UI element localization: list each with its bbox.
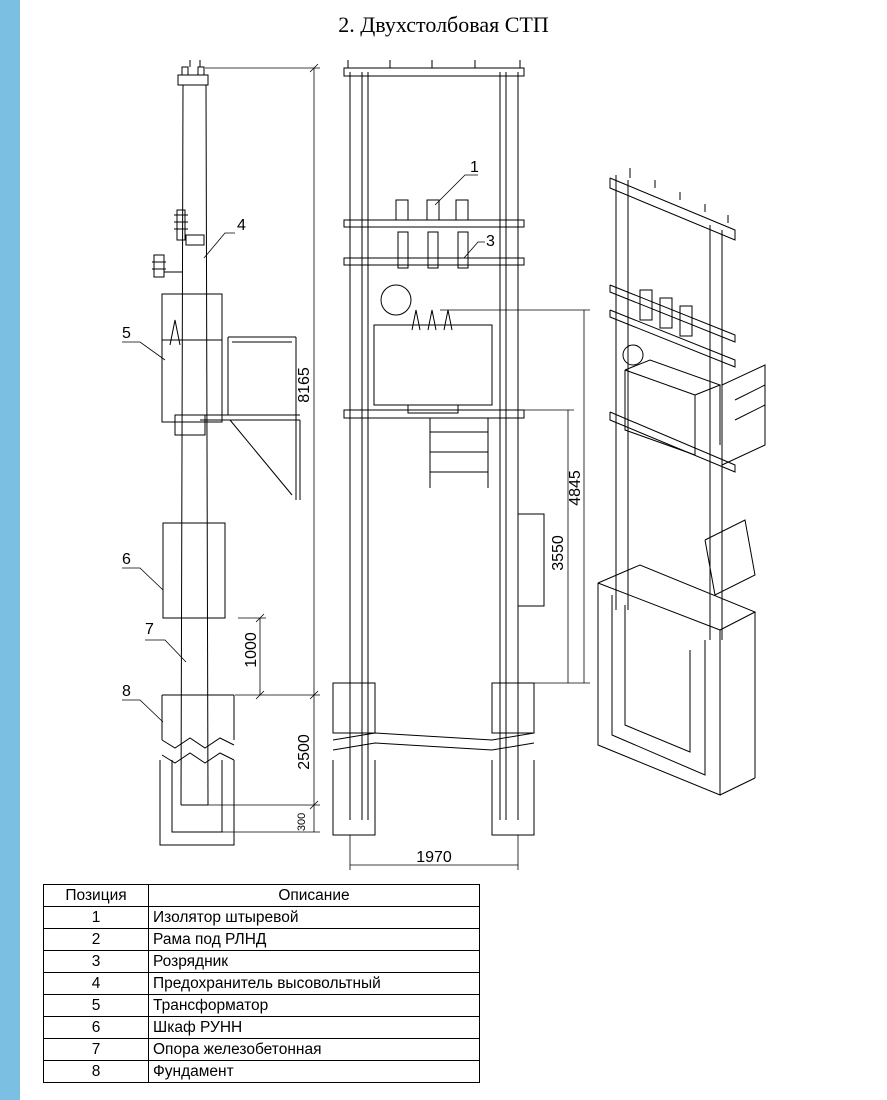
side-pole (177, 60, 209, 806)
iso-cabinet (704, 519, 756, 596)
front-arrester-frame (343, 231, 525, 269)
callout-4: 4 (237, 217, 246, 234)
legend-header-description: Описание (148, 884, 480, 907)
dim-platform-height: 4845 (567, 470, 584, 506)
dim-base-depth: 300 (296, 813, 308, 831)
legend-description: Предохранитель высовольтный (148, 972, 480, 995)
side-fuse (174, 209, 205, 246)
legend-description: Шкаф РУНН (148, 1016, 480, 1039)
dim-pole-spacing: 1970 (416, 849, 452, 866)
side-view (152, 60, 320, 846)
callout-3: 3 (486, 233, 495, 250)
front-view (332, 60, 590, 870)
iso-foundation (597, 564, 757, 796)
side-foundation (159, 694, 235, 846)
dim-cabinet-clearance: 1000 (243, 632, 260, 668)
legend-position: 4 (43, 972, 149, 995)
side-transformer (161, 293, 223, 436)
isometric-view (597, 168, 766, 796)
legend-header-row: Позиция Описание (43, 884, 480, 907)
legend-position: 2 (43, 928, 149, 951)
iso-platform (609, 364, 766, 473)
legend-position: 7 (43, 1038, 149, 1061)
legend-description: Розрядник (148, 950, 480, 973)
side-platform (200, 336, 301, 500)
legend-description: Изолятор штыревой (148, 906, 480, 929)
legend-description: Рама под РЛНД (148, 928, 480, 951)
front-insulator-frame (343, 199, 525, 228)
front-top-frame (343, 60, 525, 77)
legend-position: 8 (43, 1060, 149, 1083)
side-dimensions (205, 63, 320, 833)
callout-7: 7 (145, 621, 154, 638)
legend-position: 5 (43, 994, 149, 1017)
legend-position: 1 (43, 906, 149, 929)
legend-description: Трансформатор (148, 994, 480, 1017)
legend-position: 3 (43, 950, 149, 973)
dimension-labels: 8165 4845 3550 1000 2500 300 1970 (243, 367, 584, 866)
iso-poles (615, 175, 723, 640)
dim-embed-depth: 2500 (296, 734, 313, 770)
front-ladder (429, 418, 489, 488)
dim-total-height: 8165 (296, 367, 313, 403)
legend-position: 6 (43, 1016, 149, 1039)
front-transformer (373, 284, 493, 406)
callout-leaders (122, 174, 485, 723)
callout-5: 5 (122, 325, 131, 342)
callout-6: 6 (122, 551, 131, 568)
callout-1: 1 (470, 159, 479, 176)
legend-description: Фундамент (148, 1060, 480, 1083)
front-dimensions (349, 309, 590, 870)
side-accent-bar (0, 0, 20, 1100)
callout-labels: 1 3 4 5 6 7 8 (122, 159, 495, 700)
iso-top-frame (609, 168, 736, 241)
front-foundations (332, 682, 535, 836)
side-arrester (152, 254, 183, 278)
dim-cabinet-height: 3550 (550, 535, 567, 571)
legend-header-position: Позиция (43, 884, 149, 907)
front-platform (343, 404, 525, 419)
side-cabinet (162, 522, 226, 619)
front-right-pole (499, 72, 519, 820)
legend-description: Опора железобетонная (148, 1038, 480, 1061)
front-cabinet (517, 513, 545, 607)
iso-equipment-frames (609, 284, 736, 368)
page-title: 2. Двухстолбовая СТП (338, 12, 549, 37)
substation-drawing: 1 3 4 5 6 7 8 8165 4845 3550 1000 2500 3… (122, 60, 766, 870)
front-left-pole (349, 72, 369, 820)
callout-8: 8 (122, 683, 131, 700)
